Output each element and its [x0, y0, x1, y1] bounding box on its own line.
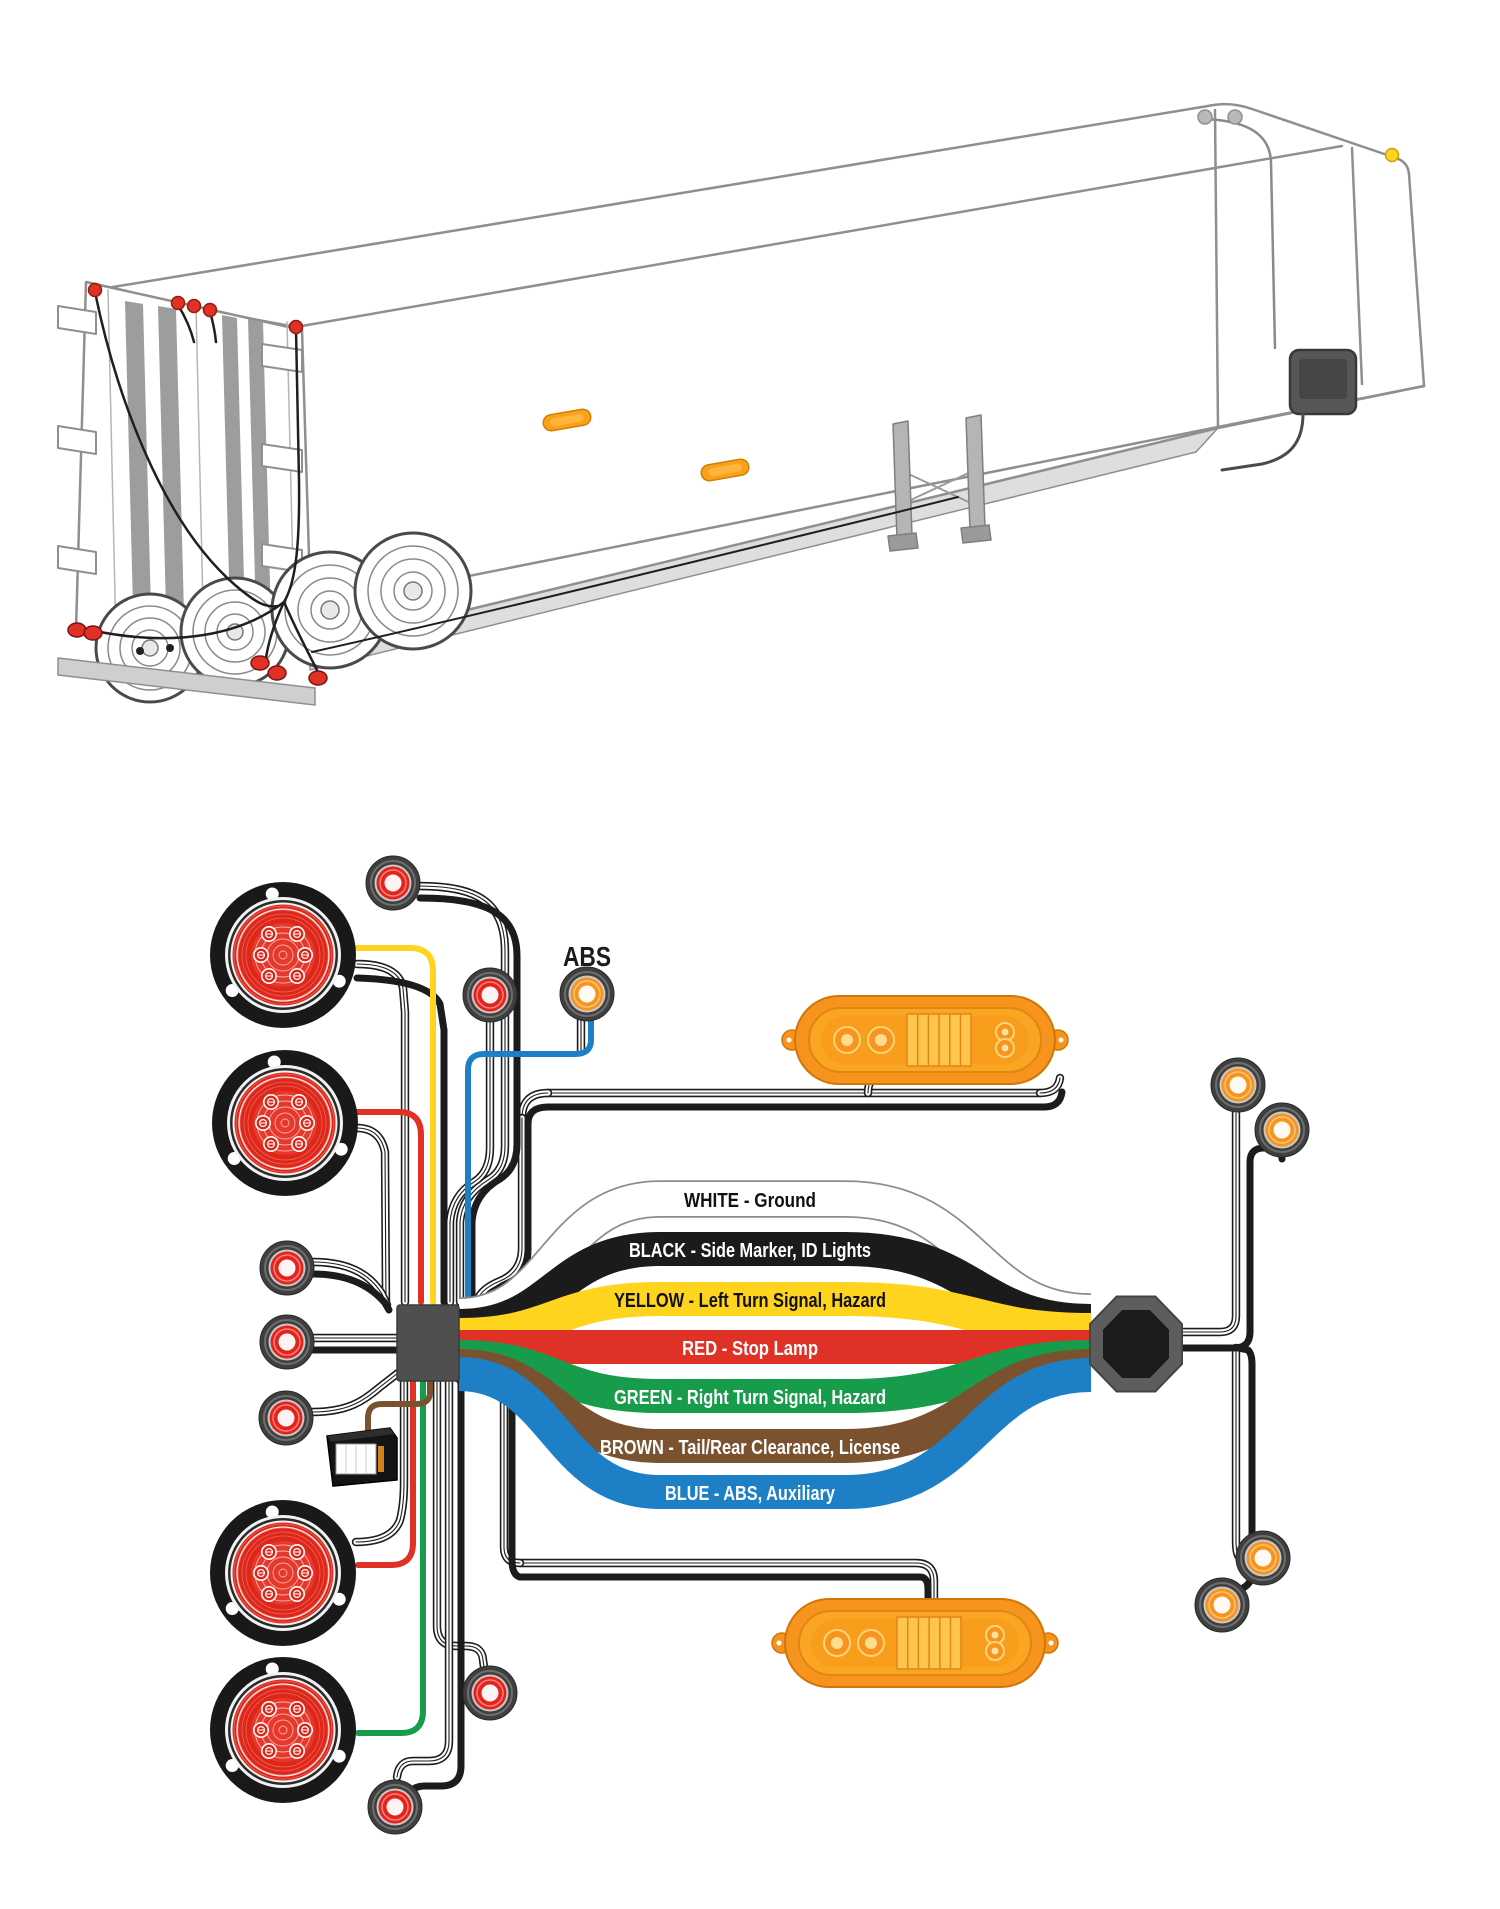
blue-wire: [465, 1017, 594, 1305]
trailer-illustration: [57, 102, 1426, 706]
wire-band-label-red: RED - Stop Lamp: [682, 1338, 818, 1360]
trailer-id-marker-dot: [288, 319, 304, 335]
wire-band-yellow: [458, 1282, 1092, 1352]
trailer-tail-lamp-dot: [83, 625, 103, 641]
trailer-side-marker-oval: [542, 408, 592, 432]
white-wire-pair: [519, 1562, 935, 1602]
wire-band-label-blue: BLUE - ABS, Auxiliary: [665, 1483, 836, 1505]
harness-nose-connector: [1089, 1295, 1183, 1393]
black-wire: [1040, 1088, 1066, 1111]
marker-light-red: [462, 1665, 518, 1721]
wire-function-bands-layer: [457, 1180, 1092, 1509]
trailer-id-marker-dot: [202, 302, 218, 318]
marker-light-amber: [1194, 1577, 1250, 1633]
marker-light-red: [462, 967, 518, 1023]
white-wire-pair: [396, 1381, 450, 1778]
green-wire: [355, 1379, 426, 1736]
mid-turn-signal-light: [771, 1598, 1059, 1688]
front-harness-wire: [1203, 117, 1277, 350]
trailer-tail-lamp-dot: [267, 665, 287, 681]
wiring-harness-layer: [307, 881, 1286, 1801]
marker-light-red: [259, 1240, 315, 1296]
white-wire-pair: [1177, 1108, 1241, 1337]
white-wire-pair: [312, 1261, 388, 1306]
marker-light-amber: [1254, 1102, 1310, 1158]
nose-box-assembly: [1203, 117, 1358, 472]
rear-frame-tabs: [57, 305, 303, 575]
components-layer: [210, 855, 1310, 1835]
trailer-tail-lamp-dot: [67, 622, 87, 638]
marker-light-red: [258, 1390, 314, 1446]
rear-underride-bar: [57, 657, 316, 706]
white-wire-pair: [1039, 1077, 1061, 1094]
rear-door-posts: [125, 301, 272, 659]
white-wire-pair: [311, 1372, 399, 1413]
trailer-tail-lamp-dot: [250, 655, 270, 671]
wire-band-label-white: WHITE - Ground: [684, 1190, 816, 1212]
wire-band-label-yellow: YELLOW - Left Turn Signal, Hazard: [614, 1290, 886, 1312]
mid-turn-signal-light: [781, 995, 1069, 1085]
white-wire-pair: [1179, 1110, 1239, 1335]
white-wire-pair: [355, 1381, 405, 1543]
trailer-small-dot: [166, 644, 174, 652]
wire-band-label-brown: BROWN - Tail/Rear Clearance, License: [600, 1437, 900, 1459]
trailer-small-dot: [136, 647, 144, 655]
white-wire-pair: [449, 1021, 491, 1303]
marker-light-red: [365, 855, 421, 911]
black-wire: [309, 1270, 393, 1314]
stop-tail-turn-light: [212, 1050, 358, 1196]
white-wire-pair: [517, 1560, 937, 1604]
trailer-id-marker-dot: [186, 298, 202, 314]
wire-band-black: [458, 1232, 1092, 1343]
wheel: [353, 531, 473, 651]
abs-label: ABS: [563, 941, 611, 972]
wire-band-blue: [458, 1357, 1092, 1509]
wire-band-label-black: BLACK - Side Marker, ID Lights: [629, 1240, 871, 1262]
trailer-rear-harness: [93, 290, 959, 672]
wire-band-label-green: GREEN - Right Turn Signal, Hazard: [614, 1387, 886, 1409]
trailer-body-outline: [93, 102, 1426, 608]
white-wire-pair: [515, 1558, 939, 1606]
black-wire: [516, 1573, 932, 1605]
brown-wire: [365, 1379, 433, 1437]
red-wire: [355, 1379, 416, 1568]
abs-marker-light: [559, 966, 615, 1022]
black-wire: [416, 894, 521, 1306]
marker-light-amber: [1235, 1530, 1291, 1586]
trailer-tail-lamp-dot: [308, 670, 328, 686]
white-wire-pair: [1181, 1112, 1237, 1333]
marker-light-red: [259, 1314, 315, 1370]
stop-tail-turn-light: [210, 882, 356, 1028]
trailer-side-marker-oval: [700, 458, 750, 482]
stop-tail-turn-light: [210, 1500, 356, 1646]
trailer-id-marker-dot: [170, 295, 186, 311]
marker-light-amber: [1210, 1057, 1266, 1113]
license-plate-light: [326, 1427, 398, 1487]
trailer-abs-indicator-dot: [1384, 147, 1400, 163]
red-wire: [354, 1109, 424, 1305]
yellow-wire: [354, 945, 436, 1305]
junction-box: [396, 1304, 460, 1382]
trailer-front-marker-dot: [1227, 109, 1243, 125]
white-wire-pair: [356, 1127, 387, 1303]
trailer-id-marker-dot: [87, 282, 103, 298]
black-wire: [353, 974, 448, 1306]
trailer-front-marker-dot: [1197, 109, 1213, 125]
marker-light-red: [367, 1779, 423, 1835]
white-wire-pair: [356, 963, 406, 1303]
stop-tail-turn-light: [210, 1657, 356, 1803]
